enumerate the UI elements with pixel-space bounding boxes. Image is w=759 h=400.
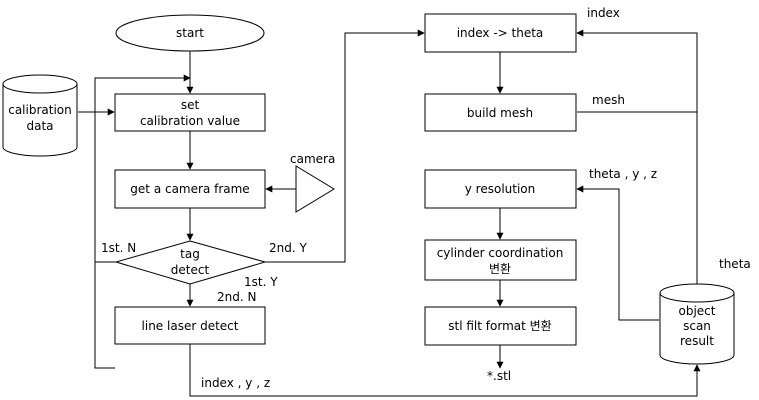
node-index-theta: index -> theta xyxy=(424,13,577,53)
calibration-data-line2: data xyxy=(26,119,53,133)
node-build-mesh: build mesh xyxy=(424,93,577,132)
edge-laser-to-object xyxy=(189,344,701,397)
node-line-laser: line laser detect xyxy=(114,306,266,345)
label-index: index xyxy=(587,6,620,20)
label-second-y: 2nd. Y xyxy=(269,241,307,255)
stl-format-label: stl filt format 변환 xyxy=(448,319,551,333)
edge-labels: 1st. N 2nd. Y 1st. Y 2nd. N index , y , … xyxy=(101,6,751,390)
camera-label: camera xyxy=(290,152,335,166)
cylinder-line1: cylinder coordination xyxy=(437,246,564,260)
edge-loop-back xyxy=(94,74,191,369)
tag-detect-line1: tag xyxy=(180,247,200,261)
node-object-scan: object scan result xyxy=(659,283,735,365)
node-set-calibration: set calibration value xyxy=(114,93,266,132)
tag-detect-line2: detect xyxy=(171,263,210,277)
object-scan-line2: scan xyxy=(683,319,711,333)
node-start: start xyxy=(115,14,265,52)
node-tag-detect: tag detect xyxy=(114,240,267,285)
line-laser-label: line laser detect xyxy=(142,319,239,333)
label-index-y-z: index , y , z xyxy=(201,376,270,390)
node-camera: camera xyxy=(290,152,335,213)
index-theta-label: index -> theta xyxy=(457,26,544,40)
node-cylinder: cylinder coordination 변환 xyxy=(424,239,577,281)
set-calibration-line2: calibration value xyxy=(140,114,240,128)
node-calibration-data: calibration data xyxy=(2,74,78,157)
cylinder-line2: 변환 xyxy=(489,262,511,276)
get-frame-label: get a camera frame xyxy=(130,182,249,196)
label-first-n: 1st. N xyxy=(101,241,136,255)
label-second-n: 2nd. N xyxy=(217,290,256,304)
object-scan-line3: result xyxy=(680,334,714,348)
label-mesh: mesh xyxy=(592,93,625,107)
label-theta: theta xyxy=(719,257,751,271)
label-theta-y-z: theta , y , z xyxy=(589,167,657,181)
node-get-frame: get a camera frame xyxy=(114,169,266,209)
edge-object-to-yres xyxy=(576,185,659,321)
node-stl-format: stl filt format 변환 xyxy=(424,306,577,346)
calibration-data-line1: calibration xyxy=(8,103,72,117)
set-calibration-line1: set xyxy=(181,98,200,112)
object-scan-line1: object xyxy=(679,304,716,318)
build-mesh-label: build mesh xyxy=(467,106,533,120)
label-stl-output: *.stl xyxy=(487,369,511,383)
y-resolution-label: y resolution xyxy=(465,182,536,196)
label-first-y: 1st. Y xyxy=(244,275,278,289)
node-start-label: start xyxy=(176,26,204,40)
edge-tag-to-index-theta xyxy=(265,29,425,263)
edge-object-to-index-theta xyxy=(576,29,698,285)
node-y-resolution: y resolution xyxy=(424,169,577,209)
edges xyxy=(78,29,701,397)
